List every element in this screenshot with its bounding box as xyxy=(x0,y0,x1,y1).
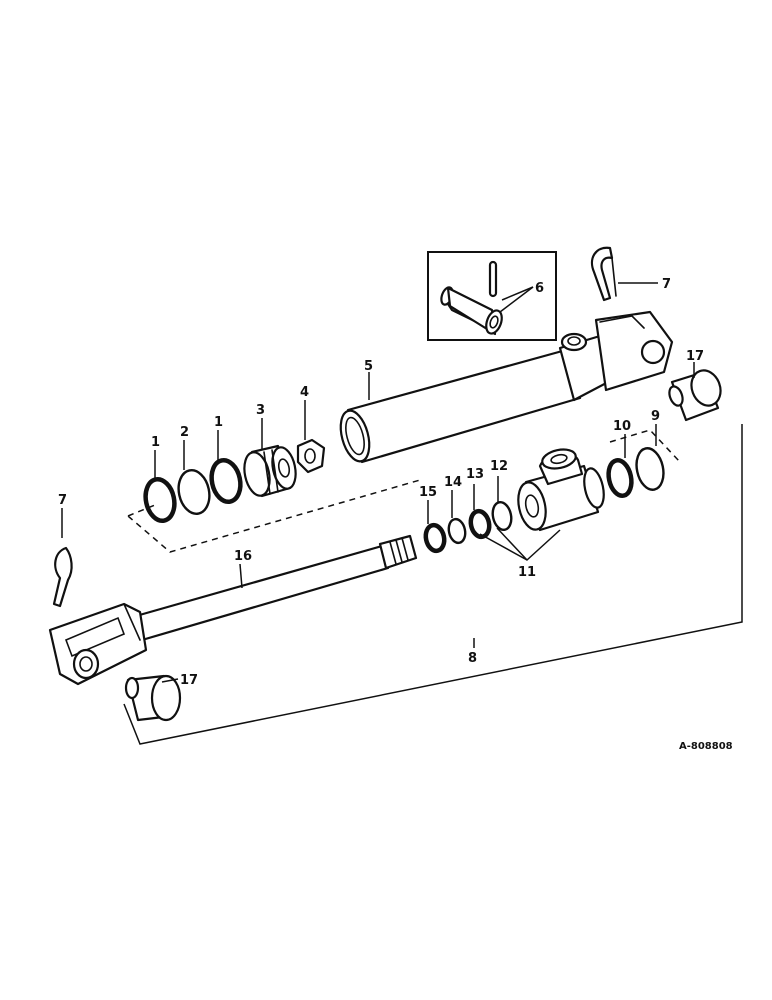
clevis-pin-left xyxy=(124,674,182,722)
piston xyxy=(243,418,297,498)
callout-7-top: 7 xyxy=(662,277,671,292)
callout-17-left: 17 xyxy=(180,673,198,688)
backup-ring-2 xyxy=(177,440,211,515)
backup-ring-12 xyxy=(491,476,513,532)
callout-9: 9 xyxy=(651,409,660,424)
callout-8: 8 xyxy=(468,651,477,666)
clevis-pin-right xyxy=(668,362,722,422)
callout-11: 11 xyxy=(518,565,536,580)
inset-pin-detail xyxy=(427,251,557,341)
rod-gland xyxy=(517,448,605,532)
callout-17-right: 17 xyxy=(686,349,704,364)
callout-4: 4 xyxy=(300,385,309,400)
callout-12: 12 xyxy=(490,459,508,474)
reference-number: A-808808 xyxy=(679,741,733,752)
leader-11 xyxy=(479,527,561,562)
callout-5: 5 xyxy=(364,359,373,374)
o-ring-9 xyxy=(635,424,665,491)
callout-1b: 1 xyxy=(214,415,223,430)
cotter-pin-left xyxy=(52,508,73,608)
callout-2: 2 xyxy=(180,425,189,440)
seal-ring-14 xyxy=(447,490,467,545)
piston-rod xyxy=(48,534,418,686)
seal-ring-10 xyxy=(606,434,634,499)
callout-1a: 1 xyxy=(151,435,160,450)
seal-ring-1a xyxy=(143,450,177,523)
callout-7-left: 7 xyxy=(58,493,67,508)
callout-14: 14 xyxy=(444,475,462,490)
callout-13: 13 xyxy=(466,467,484,482)
callout-6: 6 xyxy=(535,281,544,296)
cotter-pin-top xyxy=(590,246,658,302)
callout-16: 16 xyxy=(234,549,252,564)
callout-10: 10 xyxy=(613,419,631,434)
wiper-ring-15 xyxy=(423,500,447,554)
seal-ring-13 xyxy=(468,484,492,540)
seal-kit-dashed-outline xyxy=(127,429,681,553)
cylinder-barrel xyxy=(339,310,674,464)
seal-ring-1b xyxy=(209,430,243,504)
callout-15: 15 xyxy=(419,485,437,500)
callout-3: 3 xyxy=(256,403,265,418)
piston-nut xyxy=(296,400,326,474)
assembly-bracket-8 xyxy=(123,424,743,745)
